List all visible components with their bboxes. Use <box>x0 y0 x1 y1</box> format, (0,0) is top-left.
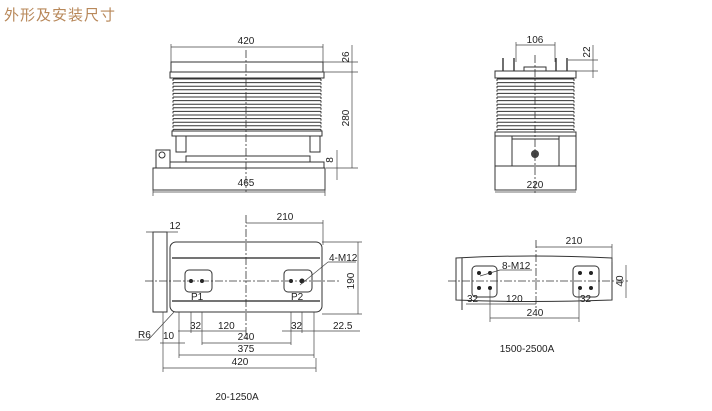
dim-220: 220 <box>527 180 544 191</box>
terminals <box>502 58 568 71</box>
base-plate <box>494 165 577 191</box>
dim-240: 240 <box>238 332 255 343</box>
dim-120: 120 <box>218 321 235 332</box>
dim-280: 280 <box>341 109 352 126</box>
terminal-p2 <box>283 269 313 293</box>
caption-1500-2500A: 1500-2500A <box>500 344 555 355</box>
dim-465: 465 <box>238 178 255 189</box>
bolt-label-8-M12: 8-M12 <box>502 261 531 272</box>
cooling-fins <box>496 78 575 131</box>
dim-420: 420 <box>232 357 249 368</box>
dim-40: 40 <box>615 275 626 287</box>
dim-12: 12 <box>169 221 181 232</box>
dim-210: 210 <box>566 236 583 247</box>
dim-32-right: 32 <box>580 294 592 305</box>
supports <box>175 136 321 153</box>
dim-32-right: 32 <box>291 321 303 332</box>
section-title: 外形及安装尺寸 <box>4 6 117 24</box>
caption-20-1250A: 20-1250A <box>215 392 259 403</box>
dim-22-5: 22.5 <box>333 321 353 332</box>
dim-32-left: 32 <box>467 294 479 305</box>
dim-190: 190 <box>346 272 357 289</box>
front-view: 420 465 26 280 8 <box>152 36 358 196</box>
side-view: 106 22 220 <box>494 35 598 195</box>
dim-106: 106 <box>527 35 544 46</box>
dim-10: 10 <box>163 331 175 342</box>
top-cap <box>170 61 324 73</box>
dim-120: 120 <box>506 294 523 305</box>
bolt-label-4-M12: 4-M12 <box>329 253 358 264</box>
dim-R6: R6 <box>138 330 151 341</box>
dim-420: 420 <box>238 36 255 47</box>
dim-32-left: 32 <box>190 321 202 332</box>
top-plate <box>169 71 325 79</box>
cooling-fins <box>172 78 322 131</box>
dim-210: 210 <box>277 212 294 223</box>
dim-8: 8 <box>325 157 336 163</box>
label-p1: P1 <box>191 292 204 303</box>
dim-26: 26 <box>341 51 352 63</box>
label-p2: P2 <box>291 292 304 303</box>
plan-view-1500-2500A: 210 8-M12 40 32 120 32 240 1500-2500A <box>448 236 628 355</box>
dim-240: 240 <box>527 308 544 319</box>
dim-375: 375 <box>238 344 255 355</box>
plan-view-20-1250A: P1 P2 210 12 4-M12 190 R6 10 32 120 32 2… <box>135 212 362 403</box>
dim-22: 22 <box>582 46 593 58</box>
